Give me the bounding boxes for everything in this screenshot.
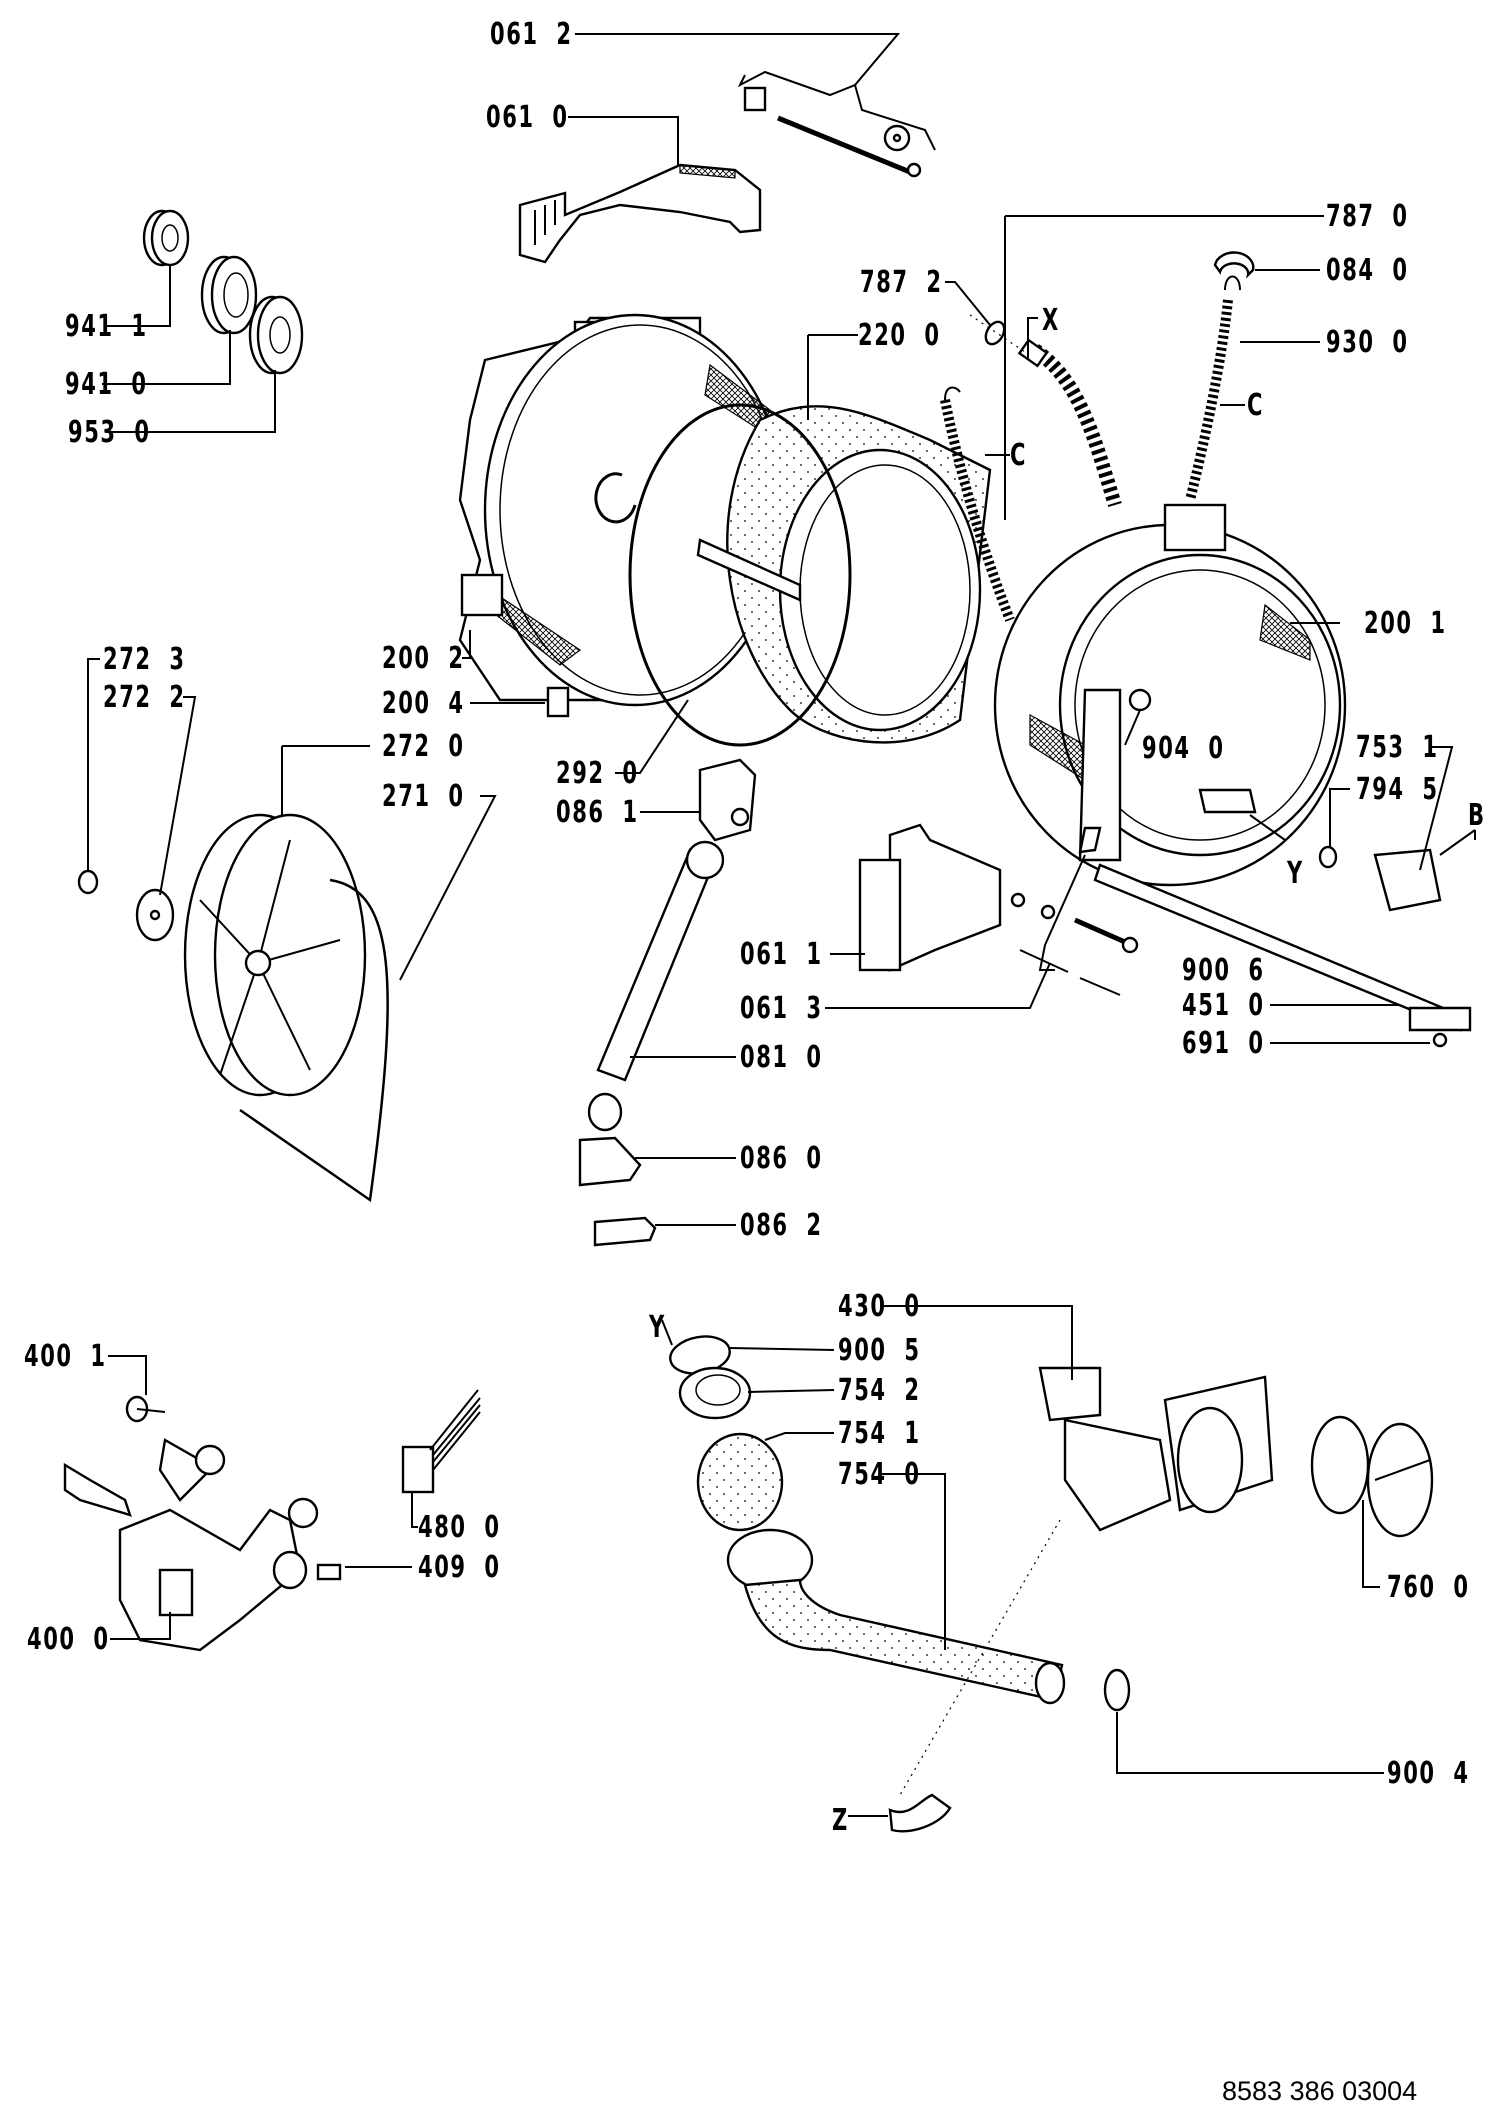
part-label-200-4: 200 4 <box>382 686 465 721</box>
part-label-271-0: 271 0 <box>382 779 465 814</box>
rear-tub-half <box>458 313 787 707</box>
motor <box>63 1438 319 1652</box>
part-label-900-6: 900 6 <box>1182 953 1265 988</box>
part-label-200-2: 200 2 <box>382 641 465 676</box>
part-label-081-0: 081 0 <box>740 1040 823 1075</box>
reference-letter-y: Y <box>649 1310 666 1345</box>
sump-ball-754-1 <box>696 1432 834 1532</box>
pump-filter-760-0 <box>1310 1415 1434 1588</box>
suspension-spring-right <box>1185 275 1245 502</box>
reference-letter-z: Z <box>832 1803 849 1838</box>
part-label-451-0: 451 0 <box>1182 988 1265 1023</box>
capacitor-409-0 <box>316 1563 412 1581</box>
front-counterweight <box>825 823 1139 1009</box>
part-label-061-3: 061 3 <box>740 991 823 1026</box>
part-label-061-1: 061 1 <box>740 937 823 972</box>
sump-hose-754-0 <box>726 1473 1066 1796</box>
part-label-272-2: 272 2 <box>103 680 186 715</box>
damper-mount-086-0 <box>578 1136 736 1187</box>
part-label-480-0: 480 0 <box>418 1510 501 1545</box>
damper-clip-086-2 <box>593 1216 736 1247</box>
part-label-409-0: 409 0 <box>418 1550 501 1585</box>
y-ref-leader <box>1249 814 1286 841</box>
rubber-buffer-200-4 <box>470 686 570 718</box>
part-label-754-0: 754 0 <box>838 1457 921 1492</box>
reference-letter-x: X <box>1042 303 1060 338</box>
document-code: 8583 386 03004 <box>1222 2076 1418 2106</box>
part-label-086-1: 086 1 <box>556 795 639 830</box>
hose-clip-787-2 <box>945 281 1038 360</box>
part-label-754-2: 754 2 <box>838 1373 921 1408</box>
ntc-bracket-900-6 <box>1038 826 1102 971</box>
drum-220-0 <box>696 334 992 744</box>
part-label-400-0: 400 0 <box>27 1622 110 1657</box>
part-label-220-0: 220 0 <box>858 318 941 353</box>
sump-ring-754-2 <box>678 1366 835 1420</box>
part-label-941-0: 941 0 <box>65 367 148 402</box>
part-label-760-0: 760 0 <box>1387 1570 1470 1605</box>
air-chamber-hose <box>1004 215 1324 520</box>
reference-letter-c: C <box>1247 388 1265 423</box>
drain-pump <box>880 1305 1274 1532</box>
part-label-754-1: 754 1 <box>838 1416 921 1451</box>
bearing-941-0 <box>102 255 258 385</box>
part-label-061-0: 061 0 <box>486 100 569 135</box>
part-label-200-1: 200 1 <box>1364 606 1447 641</box>
heater-element <box>1093 863 1472 1048</box>
bearing-941-1 <box>105 209 190 327</box>
part-label-061-2: 061 2 <box>490 17 573 52</box>
part-label-930-0: 930 0 <box>1326 325 1409 360</box>
pulley-washer-272-2 <box>135 696 197 942</box>
part-label-691-0: 691 0 <box>1182 1026 1265 1061</box>
shock-absorber <box>587 840 736 1132</box>
motor-screw-400-1 <box>108 1355 166 1423</box>
part-label-900-4: 900 4 <box>1387 1756 1470 1791</box>
front-tub-half <box>993 503 1347 887</box>
counterweight-fixing-kit <box>575 33 936 178</box>
part-label-941-1: 941 1 <box>65 309 148 344</box>
pulley <box>183 745 370 1097</box>
part-label-953-0: 953 0 <box>68 415 151 450</box>
part-label-086-2: 086 2 <box>740 1208 823 1243</box>
part-label-086-0: 086 0 <box>740 1141 823 1176</box>
part-label-272-3: 272 3 <box>103 642 186 677</box>
part-label-084-0: 084 0 <box>1326 253 1409 288</box>
hose-elbow-z <box>848 1793 952 1833</box>
part-label-794-5: 794 5 <box>1356 772 1439 807</box>
oil-seal-953-0 <box>105 295 304 433</box>
reference-letter-c: C <box>1010 438 1028 473</box>
part-label-787-2: 787 2 <box>860 265 943 300</box>
spring-hook-084-0 <box>1213 251 1320 279</box>
part-label-787-0: 787 0 <box>1326 199 1409 234</box>
part-label-904-0: 904 0 <box>1142 731 1225 766</box>
hose-clamp-900-5 <box>661 1319 835 1375</box>
part-label-430-0: 430 0 <box>838 1289 921 1324</box>
pulley-bolt-272-3 <box>77 658 100 895</box>
gasket-904-0-leader <box>1124 709 1141 746</box>
damper-bracket-086-1 <box>640 758 757 842</box>
tub-seal-ring <box>615 403 852 774</box>
upper-counterweight <box>518 116 762 264</box>
part-label-900-5: 900 5 <box>838 1333 921 1368</box>
part-label-292-0: 292 0 <box>556 756 639 791</box>
part-label-400-1: 400 1 <box>24 1339 107 1374</box>
sensor-753-1 <box>1373 746 1476 912</box>
hose-clamp-900-4 <box>1103 1668 1384 1774</box>
part-label-753-1: 753 1 <box>1356 730 1439 765</box>
cap-794-5 <box>1318 788 1350 869</box>
reference-letter-y: Y <box>1287 856 1304 891</box>
reference-letter-b: B <box>1468 798 1486 833</box>
connector-480-0 <box>401 1389 481 1528</box>
part-label-272-0: 272 0 <box>382 729 465 764</box>
drive-belt <box>239 795 497 1203</box>
